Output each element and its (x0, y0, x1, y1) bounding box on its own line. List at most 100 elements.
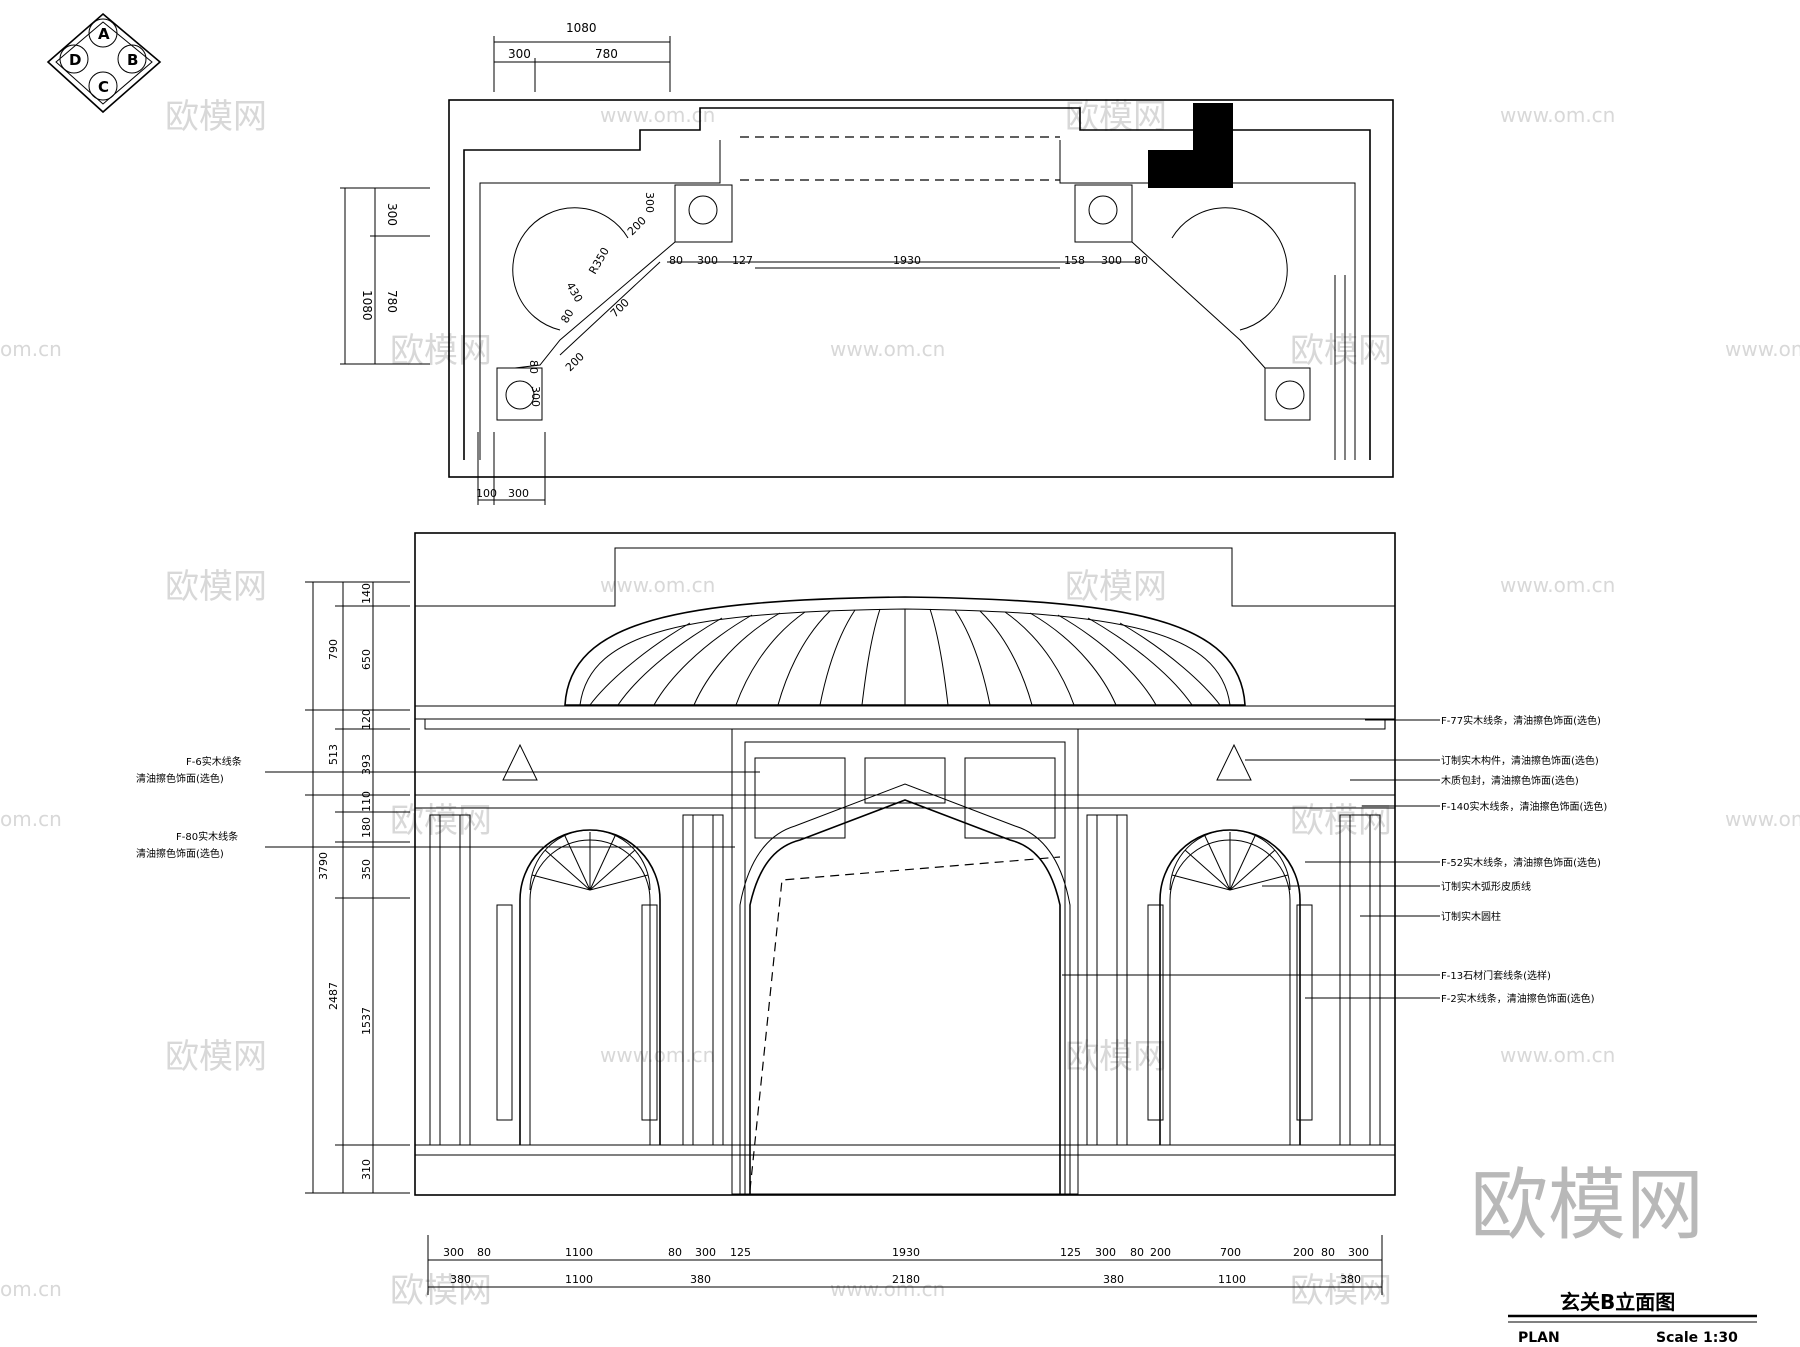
dim-text: 513 (327, 744, 340, 765)
watermark: 欧模网 (1065, 1037, 1167, 1077)
note-text: 订制实木圆柱 (1441, 910, 1501, 923)
elevation-view: 3790 790 513 2487 140 650 120 393 110 18… (305, 532, 1396, 1295)
watermark: 欧模网 (1065, 567, 1167, 607)
note-text: F-2实木线条，清油擦色饰面(选色) (1441, 992, 1595, 1005)
note-text: F-80实木线条 (176, 830, 238, 843)
dim-text: 380 (1340, 1273, 1361, 1286)
dim-text: 110 (360, 791, 373, 812)
dim-text: 380 (450, 1273, 471, 1286)
watermark: om.cn (0, 1277, 62, 1301)
note-text: F-6实木线条 (186, 755, 242, 768)
watermark: 欧模网 (1290, 1271, 1392, 1311)
plan-label: PLAN (1518, 1330, 1560, 1346)
dim-text: 80 (1130, 1246, 1144, 1259)
dim-text: 700 (608, 296, 632, 320)
dim-text: 80 (558, 307, 576, 326)
drawing-title: 玄关B立面图 (1560, 1290, 1675, 1314)
dim-text: 300 (695, 1246, 716, 1259)
right-annotations: F-77实木线条，清油擦色饰面(选色) 订制实木构件，清油擦色饰面(选色) 木质… (1062, 714, 1607, 1005)
dim-text: 1930 (893, 254, 921, 267)
dim-text: 200 (625, 214, 649, 238)
dim-text: 300 (1348, 1246, 1369, 1259)
note-text: 木质包封，清油擦色饰面(选色) (1441, 774, 1579, 787)
dim-text: 790 (327, 639, 340, 660)
scale-label: Scale 1:30 (1656, 1330, 1738, 1346)
watermark: 欧模网 (390, 1271, 492, 1311)
dim-text: 1100 (565, 1273, 593, 1286)
note-text: 清油擦色饰面(选色) (136, 847, 224, 860)
dim-text: 3790 (317, 852, 330, 880)
solid-block (1148, 103, 1233, 188)
dim-text: 200 (1150, 1246, 1171, 1259)
watermark: www.om.cn (600, 1043, 715, 1067)
watermark: www.om.cn (830, 1277, 945, 1301)
dim-text: 80 (668, 1246, 682, 1259)
note-text: F-52实木线条，清油擦色饰面(选色) (1441, 856, 1601, 869)
key-b: B (127, 51, 138, 69)
dim-text: 2487 (327, 982, 340, 1010)
dim-text: 300 (508, 47, 531, 61)
note-text: F-77实木线条，清油擦色饰面(选色) (1441, 714, 1601, 727)
dim-text: 380 (690, 1273, 711, 1286)
dim-text: 1537 (360, 1007, 373, 1035)
dim-text: 80 (477, 1246, 491, 1259)
dim-text: 180 (360, 817, 373, 838)
dim-text: 127 (732, 254, 753, 267)
watermarks: 欧模网 www.om.cn 欧模网 www.om.cn om.cn 欧模网 ww… (0, 97, 1800, 1311)
dim-text: 1100 (565, 1246, 593, 1259)
dim-text: R350 (586, 245, 612, 276)
dim-text: 80 (527, 360, 540, 374)
dim-text: 300 (1101, 254, 1122, 267)
dim-text: 380 (1103, 1273, 1124, 1286)
logo-watermark: 欧模网 (1470, 1161, 1704, 1251)
dim-text: 1080 (360, 290, 374, 321)
dim-text: 780 (385, 290, 399, 313)
key-d: D (69, 51, 81, 69)
dim-text: 310 (360, 1159, 373, 1180)
watermark: 欧模网 (1290, 801, 1392, 841)
watermark: www.om.cn (1500, 1043, 1615, 1067)
watermark: 欧模网 (390, 801, 492, 841)
watermark: www.om.cn (600, 103, 715, 127)
dim-text: 700 (1220, 1246, 1241, 1259)
watermark: www.om.cn (1500, 573, 1615, 597)
dim-text: 2180 (892, 1273, 920, 1286)
left-annotations: F-6实木线条 清油擦色饰面(选色) F-80实木线条 清油擦色饰面(选色) (136, 755, 760, 860)
dim-text: 300 (443, 1246, 464, 1259)
title-block: 玄关B立面图 PLAN Scale 1:30 (1508, 1290, 1757, 1346)
dim-text: 120 (360, 709, 373, 730)
note-text: F-140实木线条，清油擦色饰面(选色) (1441, 800, 1607, 813)
dim-text: 100 (476, 487, 497, 500)
watermark: www.om.cn (1500, 103, 1615, 127)
watermark: www.om.cn (1725, 807, 1800, 831)
dim-text: 1100 (1218, 1273, 1246, 1286)
dim-text: 393 (360, 754, 373, 775)
dim-text: 125 (730, 1246, 751, 1259)
dim-text: 200 (563, 350, 587, 374)
dim-text: 158 (1064, 254, 1085, 267)
watermark: om.cn (0, 807, 62, 831)
dim-text: 80 (1134, 254, 1148, 267)
dim-text: 300 (508, 487, 529, 500)
dim-text: 650 (360, 649, 373, 670)
watermark: 欧模网 (390, 331, 492, 371)
plan-view: 1080 300 780 1080 300 780 (340, 21, 1394, 505)
key-a: A (98, 25, 110, 43)
watermark: www.om.cn (830, 337, 945, 361)
dim-text: 200 (1293, 1246, 1314, 1259)
watermark: 欧模网 (165, 567, 267, 607)
watermark: www.om.cn (600, 573, 715, 597)
dim-text: 140 (360, 583, 373, 604)
dim-text: 300 (529, 386, 542, 407)
watermark: om.cn (0, 337, 62, 361)
note-text: 清油擦色饰面(选色) (136, 772, 224, 785)
dim-text: 780 (595, 47, 618, 61)
dim-text: 300 (697, 254, 718, 267)
note-text: F-13石材门套线条(选样) (1441, 969, 1551, 982)
note-text: 订制实木弧形皮质线 (1441, 880, 1531, 893)
watermark: 欧模网 (165, 97, 267, 137)
dim-text: 80 (1321, 1246, 1335, 1259)
dim-text: 1930 (892, 1246, 920, 1259)
key-c: C (98, 78, 109, 96)
dim-text: 300 (1095, 1246, 1116, 1259)
